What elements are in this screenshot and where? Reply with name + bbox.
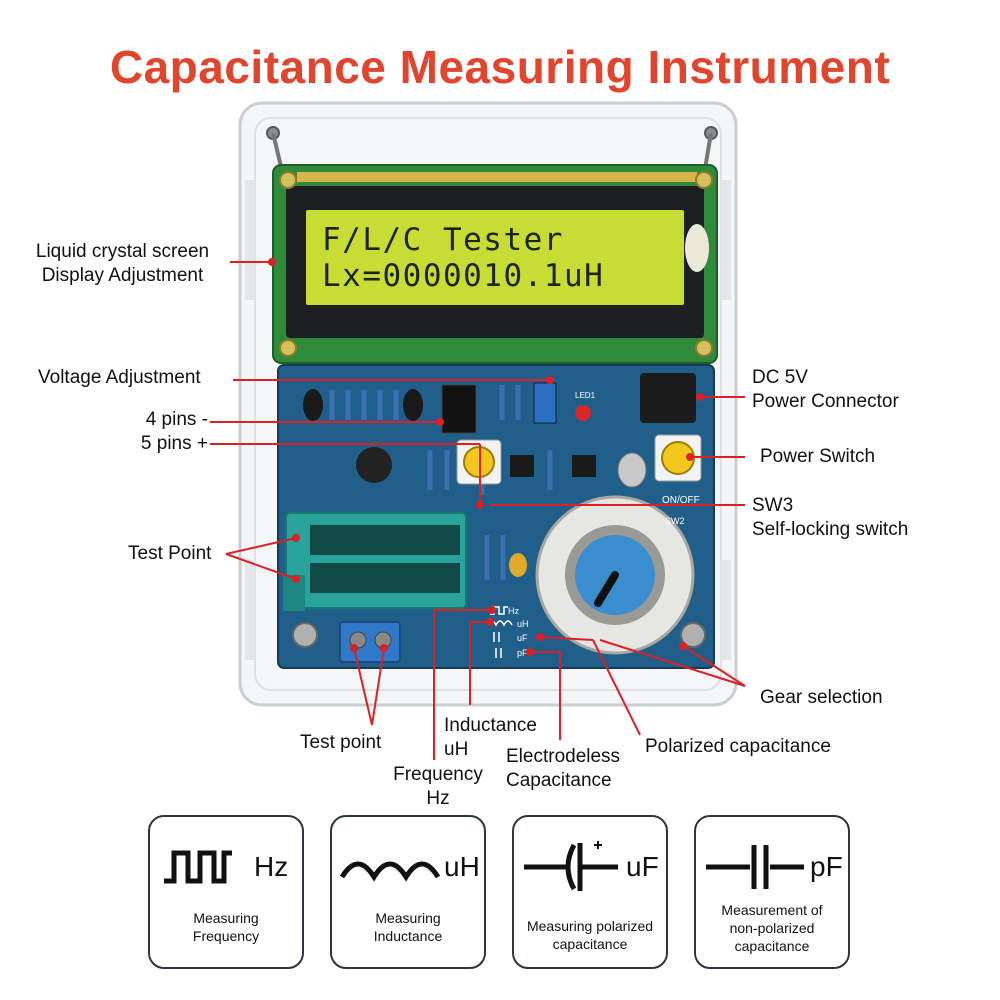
label-test-point: Test Point — [128, 543, 212, 564]
label-lcd-adjustment-line1: Liquid crystal screen — [35, 241, 210, 262]
electrolytic-capacitors — [303, 389, 647, 577]
label-dc-power-line1: DC 5V — [752, 367, 808, 388]
caption-line: Inductance — [373, 928, 443, 944]
inductor-coil-icon — [339, 861, 441, 882]
board-label-uf: uF — [517, 633, 528, 643]
rotary-gear-switch — [535, 495, 695, 655]
board-label-led: LED1 — [575, 391, 596, 400]
leader-dots — [268, 258, 704, 656]
mode-card-caption: Measuring Inductance — [336, 909, 480, 945]
mode-card-caption: Measuring Frequency — [154, 909, 298, 945]
ic-chip — [441, 384, 477, 434]
page-title: Capacitance Measuring Instrument — [109, 41, 891, 93]
mode-card-caption: Measurement of non-polarized capacitance — [700, 901, 844, 955]
label-sw3-line1: SW3 — [752, 495, 794, 516]
board-label-hz: Hz — [508, 606, 519, 616]
lcd-line-1: F/L/C Tester — [322, 222, 564, 258]
mode-card-unit: pF — [810, 851, 843, 882]
lcd-line-2: Lx=0000010.1uH — [322, 258, 605, 294]
board-label-sw2: SW2 — [665, 516, 685, 526]
label-inductance-line2: uH — [444, 739, 469, 760]
mode-card-caption: Measuring polarized capacitance — [518, 917, 662, 953]
label-power-switch: Power Switch — [760, 446, 876, 467]
caption-line: Measuring — [375, 910, 441, 926]
caption-line: capacitance — [734, 938, 810, 954]
transistors — [510, 455, 596, 477]
mode-card-frequency: Hz Measuring Frequency — [148, 815, 304, 969]
label-inductance-line1: Inductance — [444, 715, 537, 736]
label-pins-line1: 4 pins - — [145, 409, 208, 430]
caption-line: Measurement of — [721, 902, 823, 918]
label-frequency: Frequency Hz — [378, 763, 498, 811]
label-electrodeless-line1: Electrodeless — [506, 746, 621, 767]
label-polarized-capacitance: Polarized capacitance — [645, 736, 831, 757]
label-voltage-adjustment: Voltage Adjustment — [38, 367, 201, 388]
mode-card-unit: uH — [444, 851, 480, 882]
label-lcd-adjustment-line2: Display Adjustment — [41, 265, 204, 286]
label-sw3-line2: Self-locking switch — [752, 519, 909, 540]
mode-card-inductance: uH Measuring Inductance — [330, 815, 486, 969]
polarized-capacitor-icon — [524, 841, 618, 891]
label-dc-power: DC 5V Power Connector — [752, 366, 899, 414]
caption-line: Measuring — [193, 910, 259, 926]
capacitor-icon — [706, 845, 804, 889]
label-pins: 4 pins - 5 pins + — [80, 408, 208, 456]
lcd-module — [272, 164, 718, 364]
corner-bolts — [292, 622, 706, 648]
mode-card-polarized: uF Measuring polarized capacitance — [512, 815, 668, 969]
board-label-uh: uH — [517, 619, 529, 629]
label-frequency-line2: Hz — [426, 788, 450, 809]
board-label-on-off: ON/OFF — [662, 495, 700, 506]
square-wave-icon — [164, 850, 232, 884]
label-lcd-adjustment: Liquid crystal screen Display Adjustment — [20, 240, 225, 288]
caption-line: Frequency — [192, 928, 260, 944]
label-inductance: Inductance uH — [444, 714, 537, 762]
label-pins-line2: 5 pins + — [140, 433, 208, 454]
zif-test-socket — [283, 512, 467, 611]
mode-card-unit: uF — [626, 851, 659, 882]
voltage-potentiometer — [533, 382, 557, 424]
mode-card-unit: Hz — [254, 851, 289, 882]
dc-jack — [640, 373, 696, 423]
label-test-point-lower: Test point — [300, 732, 382, 753]
label-gear-selection: Gear selection — [760, 687, 883, 708]
label-electrodeless: Electrodeless Capacitance — [506, 745, 620, 793]
led-indicator — [575, 405, 591, 421]
label-dc-power-line2: Power Connector — [752, 391, 899, 412]
caption-line: non-polarized — [729, 920, 815, 936]
caption-line: Measuring polarized — [526, 918, 654, 934]
label-sw3: SW3 Self-locking switch — [752, 494, 908, 542]
label-frequency-line1: Frequency — [393, 764, 483, 785]
mode-card-non-polarized: pF Measurement of non-polarized capacita… — [694, 815, 850, 969]
leader-lines — [210, 261, 746, 760]
caption-line: capacitance — [552, 936, 628, 952]
terminal-block — [339, 621, 401, 663]
label-electrodeless-line2: Capacitance — [506, 770, 612, 791]
board-label-pf: pF — [517, 648, 528, 658]
